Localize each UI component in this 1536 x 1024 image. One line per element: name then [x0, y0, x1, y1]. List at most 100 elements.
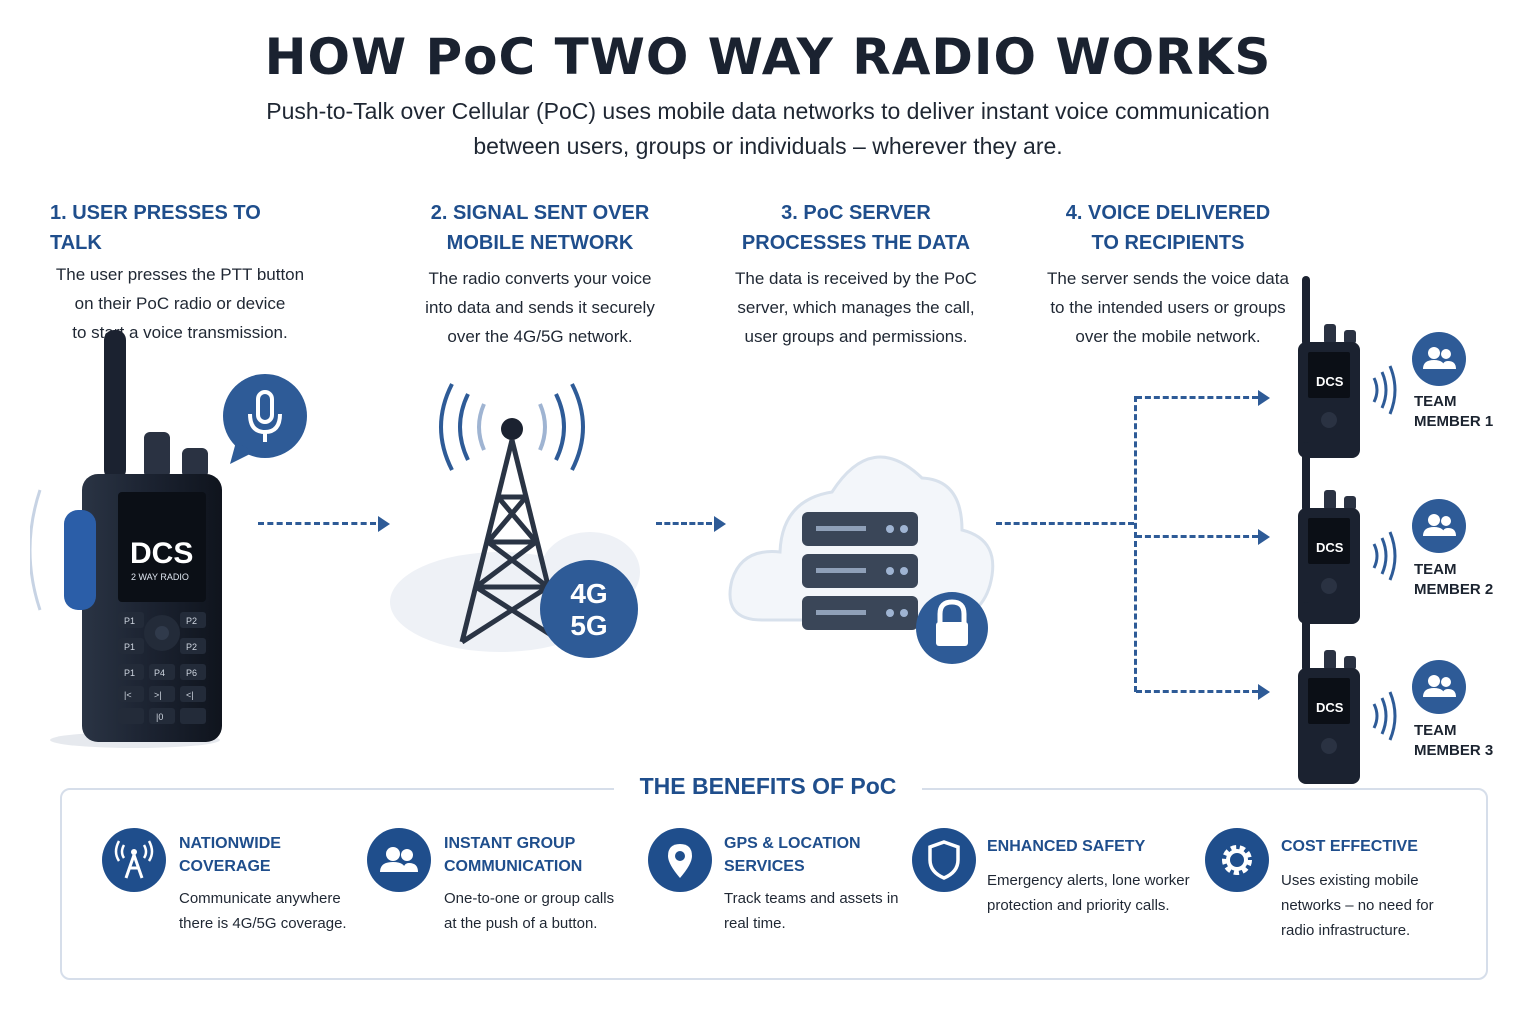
recipient-radio-2: DCS [1298, 442, 1397, 624]
flow-arrow-2-line [656, 522, 712, 525]
benefit-desc-line: Uses existing mobile [1281, 872, 1419, 889]
lock-icon [916, 592, 988, 664]
shield-icon [912, 828, 976, 892]
benefit-instant-group-communication: INSTANT GROUP COMMUNICATION One-to-one o… [444, 832, 644, 936]
radio-model: 2 WAY RADIO [131, 572, 189, 582]
benefit-desc-line: at the push of a button. [444, 915, 598, 932]
radio-screen [118, 492, 206, 602]
tower-lattice [459, 439, 565, 645]
step-3-title-line-2: PROCESSES THE DATA [741, 232, 971, 254]
benefit-desc-line: Emergency alerts, lone worker [987, 872, 1190, 889]
step-1-desc-line: The user presses the PTT button [55, 265, 305, 284]
ptt-wave [30, 489, 42, 611]
step-1-desc-line: on their PoC radio or device [74, 294, 286, 313]
flow-arrow-1-line [258, 522, 376, 525]
radio-brand: DCS [130, 537, 193, 570]
server-cloud-illustration [728, 455, 995, 664]
step-1-desc-line: to start a voice transmission. [72, 323, 288, 342]
handheld-radio-illustration: DCS 2 WAY RADIO P1 P2 P1 P2 P1 P4 P6 |< … [30, 330, 222, 748]
knob-right [182, 448, 208, 478]
step-3: 3. PoC SERVER PROCESSES THE DATA The dat… [706, 198, 1006, 351]
microphone-icon [223, 374, 307, 464]
step-1-title: 1. USER PRESSES TO TALK [50, 202, 261, 254]
benefit-desc-line: Communicate anywhere [179, 890, 341, 907]
recipient-radio-brand: DCS [1316, 540, 1344, 555]
benefit-desc-line: One-to-one or group calls [444, 890, 615, 907]
team-member-2-icon [1412, 499, 1466, 553]
step-3-description: The data is received by the PoC server, … [706, 264, 1006, 351]
benefit-nationwide-coverage: NATIONWIDE COVERAGE Communicate anywhere… [179, 832, 369, 936]
branch-arrow-1-head [1258, 390, 1270, 406]
gear-icon [1205, 828, 1269, 892]
badge-4g: 4G [570, 578, 608, 609]
knob-left [144, 432, 170, 478]
radio-key-label: |0 [156, 712, 163, 722]
branch-arrow-2-head [1258, 529, 1270, 545]
benefit-title-line: COMMUNICATION [444, 858, 583, 875]
step-4-desc-line: over the mobile network. [1075, 327, 1261, 346]
subtitle-line-2: between users, groups or individuals – w… [473, 133, 1063, 159]
recipient-radio-brand: DCS [1316, 374, 1344, 389]
flow-arrow-2-head [714, 516, 726, 532]
radio-keypad: P1 P2 P1 P2 P1 P4 P6 |< >| <| |0 [118, 612, 206, 724]
step-4-title-line-2: TO RECIPIENTS [1091, 232, 1245, 254]
benefit-desc-line: there is 4G/5G coverage. [179, 915, 347, 932]
flow-arrow-3-line [996, 522, 1134, 525]
benefit-cost-effective: COST EFFECTIVE Uses existing mobile netw… [1281, 835, 1471, 943]
step-4-description: The server sends the voice data to the i… [1018, 264, 1318, 351]
team-member-3-label: TEAM MEMBER 3 [1414, 721, 1493, 761]
step-2-desc-line: The radio converts your voice [428, 269, 652, 288]
radio-key-label: P1 [124, 668, 135, 678]
radio-key-label: P4 [154, 668, 165, 678]
step-3-title-line-1: 3. PoC SERVER [781, 202, 931, 224]
step-2: 2. SIGNAL SENT OVER MOBILE NETWORK The r… [390, 198, 690, 351]
network-4g-5g-badge: 4G 5G [540, 560, 638, 658]
benefit-enhanced-safety: ENHANCED SAFETY Emergency alerts, lone w… [987, 835, 1197, 918]
team-member-label-line: MEMBER 3 [1414, 742, 1494, 759]
benefit-title-line: ENHANCED SAFETY [987, 838, 1146, 855]
team-member-1-label: TEAM MEMBER 1 [1414, 392, 1493, 432]
team-member-label-line: TEAM [1414, 561, 1457, 578]
benefit-title-line: INSTANT GROUP [444, 835, 576, 852]
radio-key-label: >| [154, 690, 162, 700]
radio-key-label: P1 [124, 616, 135, 626]
step-4-title-line-1: 4. VOICE DELIVERED [1065, 202, 1271, 224]
step-4: 4. VOICE DELIVERED TO RECIPIENTS The ser… [1018, 198, 1318, 351]
recipient-radio-1: DCS [1298, 276, 1397, 458]
page-title: HOW PoC TWO WAY RADIO WORKS [264, 28, 1272, 86]
step-1-description: The user presses the PTT button on their… [50, 260, 310, 347]
benefit-title-line: SERVICES [724, 858, 805, 875]
branch-arrow-2-line [1136, 535, 1258, 538]
benefit-desc-line: real time. [724, 915, 786, 932]
step-2-description: The radio converts your voice into data … [390, 264, 690, 351]
team-member-label-line: TEAM [1414, 393, 1457, 410]
benefit-desc-line: networks – no need for [1281, 897, 1434, 914]
team-member-label-line: TEAM [1414, 722, 1457, 739]
step-2-desc-line: into data and sends it securely [425, 298, 655, 317]
step-1: 1. USER PRESSES TO TALK The user presses… [40, 198, 310, 347]
antenna [104, 330, 126, 480]
step-3-desc-line: The data is received by the PoC [735, 269, 977, 288]
badge-5g: 5G [570, 610, 608, 641]
benefit-desc-line: protection and priority calls. [987, 897, 1170, 914]
radio-key-label: |< [124, 690, 132, 700]
recipient-radio-brand: DCS [1316, 700, 1344, 715]
benefits-title-text: THE BENEFITS OF PoC [613, 773, 923, 799]
branch-arrow-1-line [1136, 396, 1258, 399]
benefit-title-line: COST EFFECTIVE [1281, 838, 1418, 855]
benefit-desc-line: Track teams and assets in [724, 890, 899, 907]
step-3-desc-line: server, which manages the call, [737, 298, 975, 317]
branch-connector [1134, 396, 1137, 692]
radio-key-label: P1 [124, 642, 135, 652]
branch-arrow-3-head [1258, 684, 1270, 700]
recipient-radio-3: DCS [1298, 602, 1397, 784]
tower-beacon [501, 418, 523, 440]
benefit-gps-location: GPS & LOCATION SERVICES Track teams and … [724, 832, 914, 936]
branch-arrow-3-line [1136, 690, 1258, 693]
page-subtitle: Push-to-Talk over Cellular (PoC) uses mo… [168, 94, 1368, 164]
team-member-3-icon [1412, 660, 1466, 714]
tower-icon [102, 828, 166, 892]
benefit-title-line: GPS & LOCATION [724, 835, 861, 852]
group-icon [367, 828, 431, 892]
subtitle-line-1: Push-to-Talk over Cellular (PoC) uses mo… [266, 98, 1270, 124]
